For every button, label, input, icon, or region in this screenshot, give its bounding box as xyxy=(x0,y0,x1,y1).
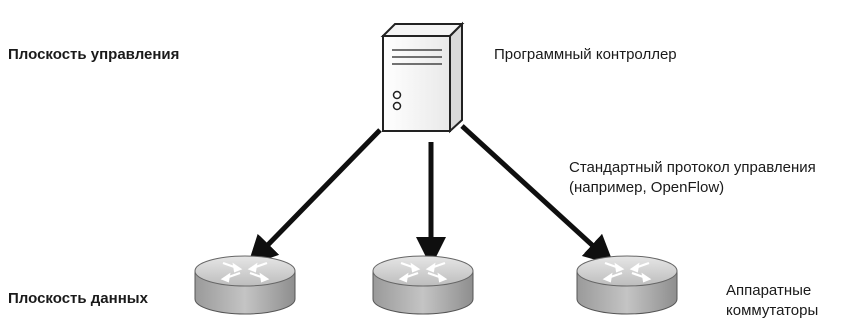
router-switch-icon xyxy=(194,255,296,315)
server-icon xyxy=(380,21,465,134)
protocol-label-line1: Стандартный протокол управления xyxy=(569,159,816,176)
router-switch-icon xyxy=(372,255,474,315)
arrow-left xyxy=(247,128,382,266)
control-plane-label: Плоскость управления xyxy=(8,46,180,63)
router-switch-icon xyxy=(576,255,678,315)
switches-label-line1: Аппаратные xyxy=(726,282,812,299)
protocol-label: Стандартный протокол управления (наприме… xyxy=(569,158,816,198)
arrow-right xyxy=(460,124,615,266)
switches-label: Аппаратные коммутаторы xyxy=(726,281,818,321)
data-plane-label: Плоскость данных xyxy=(8,290,148,307)
protocol-label-line2: (например, OpenFlow) xyxy=(569,179,725,196)
controller-label: Программный контроллер xyxy=(494,46,677,63)
switches-label-line2: коммутаторы xyxy=(726,302,819,319)
